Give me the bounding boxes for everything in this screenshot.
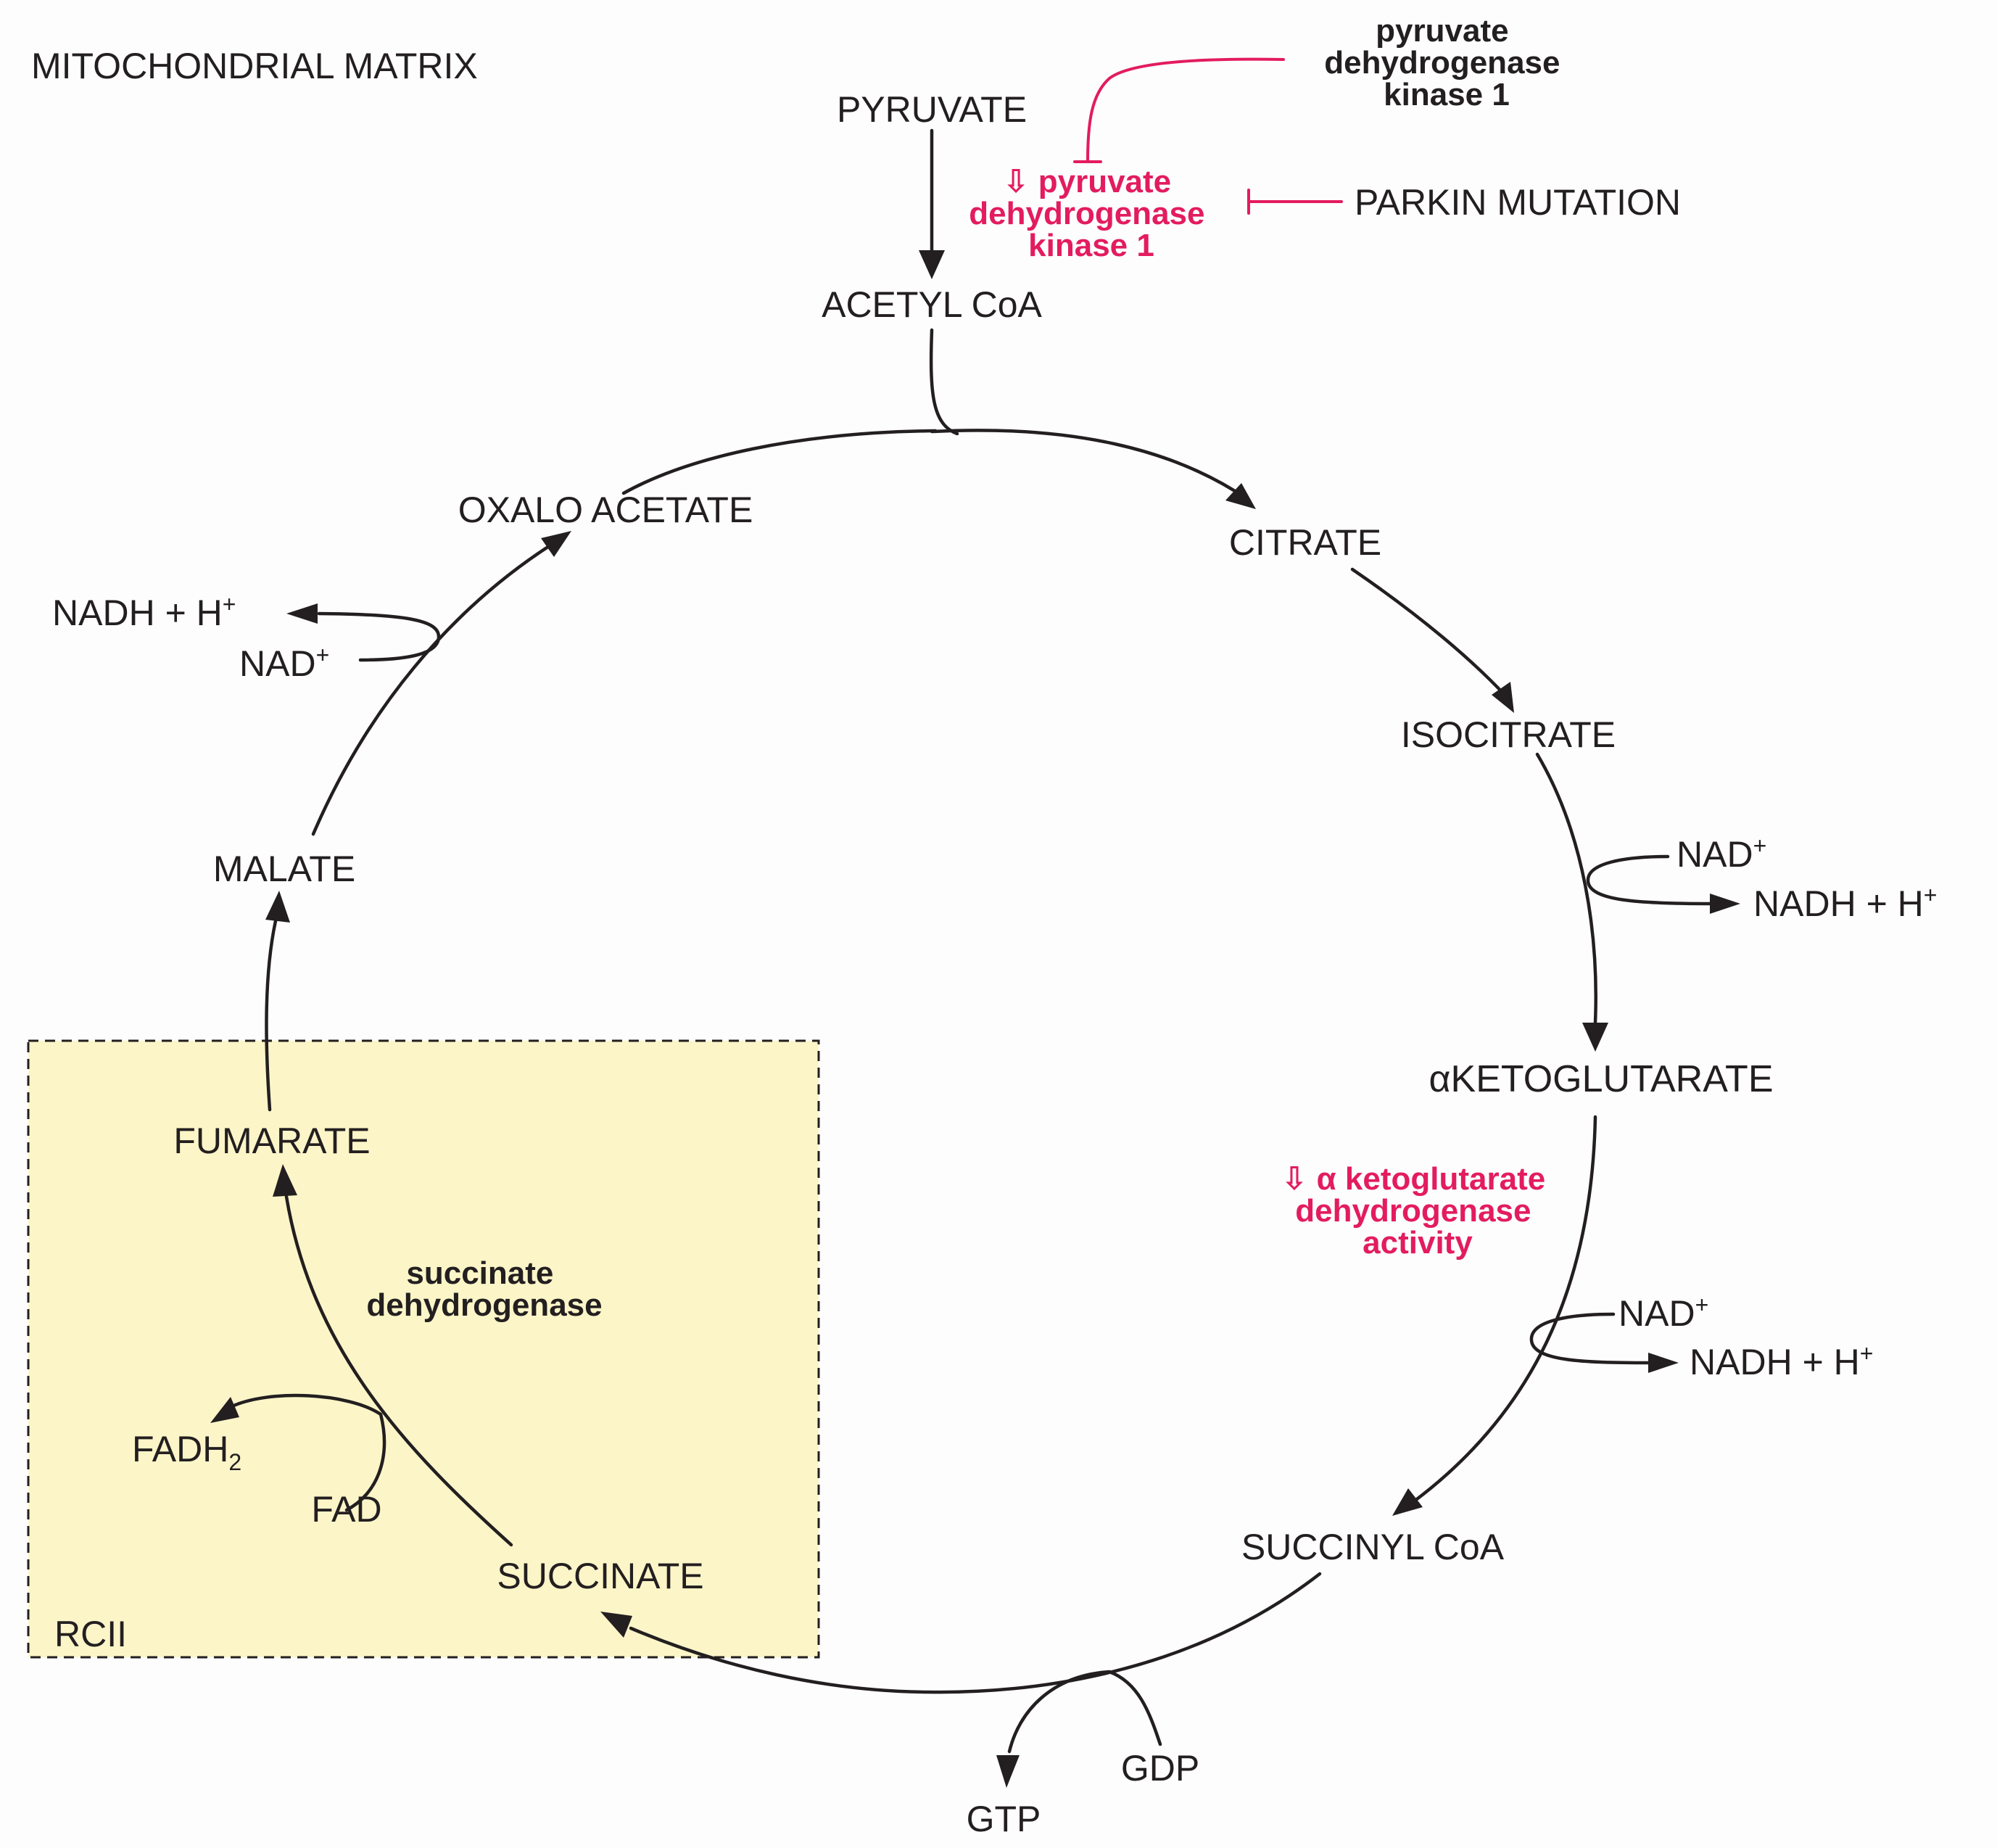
nadh-label-akg: NADH + H+ (1690, 1340, 1873, 1382)
inhibition-lines (1073, 57, 1343, 215)
nadh-label-malate: NADH + H+ (52, 591, 236, 633)
rcii-label: RCII (54, 1614, 127, 1654)
fadh2-label: FADH2 (132, 1429, 241, 1475)
rcii-box (27, 1039, 820, 1659)
oxaloacetate-label: OXALO ACETATE (458, 490, 753, 530)
parkin-label: PARKIN MUTATION (1355, 182, 1681, 223)
succinyl-coa-label: SUCCINYL CoA (1241, 1527, 1505, 1567)
citrate-label: CITRATE (1229, 522, 1381, 563)
acetyl-coa-label: ACETYL CoA (822, 284, 1042, 325)
nadh-label-isocitrate: NADH + H+ (1753, 882, 1937, 924)
akg-label: αKETOGLUTARATE (1429, 1058, 1773, 1100)
pdk-down-label: ⇩ pyruvate dehydrogenase kinase 1 (969, 164, 1213, 263)
pyruvate-label: PYRUVATE (837, 89, 1027, 130)
succinate-label: SUCCINATE (497, 1556, 703, 1596)
nad-label-isocitrate: NAD+ (1676, 833, 1766, 875)
nad-label-akg: NAD+ (1618, 1292, 1708, 1334)
fumarate-label: FUMARATE (173, 1121, 370, 1161)
gtp-label: GTP (967, 1799, 1041, 1839)
fad-label: FAD (311, 1489, 381, 1530)
gdp-label: GDP (1121, 1748, 1199, 1789)
side-reactions (210, 603, 1740, 1788)
nad-label-malate: NAD+ (239, 642, 329, 684)
isocitrate-label: ISOCITRATE (1401, 714, 1616, 755)
akgdh-down-label: ⇩ α ketoglutarate dehydrogenase activity (1281, 1161, 1555, 1261)
cycle-arrows (265, 128, 1608, 1694)
compartment-label: MITOCHONDRIAL MATRIX (31, 46, 478, 86)
malate-label: MALATE (213, 849, 355, 889)
sdh-label: succinate dehydrogenase (366, 1255, 602, 1323)
pdk-top-label: pyruvate dehydrogenase kinase 1 (1324, 13, 1568, 112)
